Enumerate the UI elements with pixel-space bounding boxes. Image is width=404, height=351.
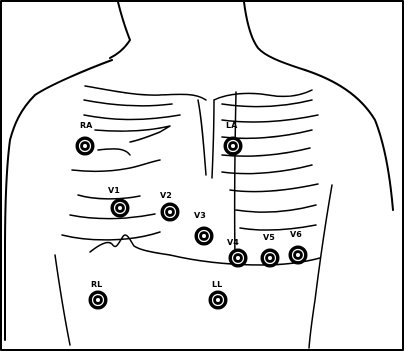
- electrode-ll: [209, 291, 227, 309]
- sternum-upper: [198, 100, 206, 175]
- anatomical-reference-line: [235, 92, 236, 258]
- label-rl: RL: [91, 280, 102, 289]
- rib-right-6: [230, 184, 318, 192]
- label-la: LA: [226, 121, 238, 130]
- sternum-lower: [212, 100, 214, 178]
- electrode-v2: [161, 203, 179, 221]
- electrode-v5: [261, 249, 279, 267]
- label-ra: RA: [80, 121, 93, 130]
- neck-right-outline: [244, 2, 305, 70]
- rib-left-5: [72, 160, 160, 171]
- torso-right-side-line: [309, 185, 332, 348]
- rib-right-8: [240, 225, 316, 230]
- rib-right-7: [236, 205, 316, 212]
- label-v5: V5: [263, 233, 275, 242]
- label-v3: V3: [194, 211, 206, 220]
- clavicle-right: [214, 90, 312, 100]
- rib-left-2: [84, 115, 180, 120]
- label-v6: V6: [290, 230, 302, 239]
- label-v2: V2: [160, 191, 172, 200]
- clavicle-left: [85, 86, 206, 100]
- label-v1: V1: [108, 186, 120, 195]
- electrode-v3: [195, 227, 213, 245]
- label-ll: LL: [212, 280, 222, 289]
- rib-left-8: [62, 232, 160, 240]
- shoulder-right-outline: [305, 70, 393, 210]
- armpit-left-line: [55, 255, 70, 345]
- electrode-v4: [229, 249, 247, 267]
- electrode-v1: [111, 199, 129, 217]
- rib-left-7: [70, 214, 155, 219]
- electrode-la: [224, 137, 242, 155]
- neck-left-outline: [110, 2, 130, 58]
- electrode-rl: [89, 291, 107, 309]
- electrode-v6: [289, 246, 307, 264]
- rib-left-6: [78, 195, 140, 199]
- rib-left-3: [95, 126, 170, 142]
- rib-left-1: [84, 100, 172, 106]
- rib-left-4: [98, 149, 130, 155]
- label-v4: V4: [227, 238, 239, 247]
- electrode-ra: [76, 137, 94, 155]
